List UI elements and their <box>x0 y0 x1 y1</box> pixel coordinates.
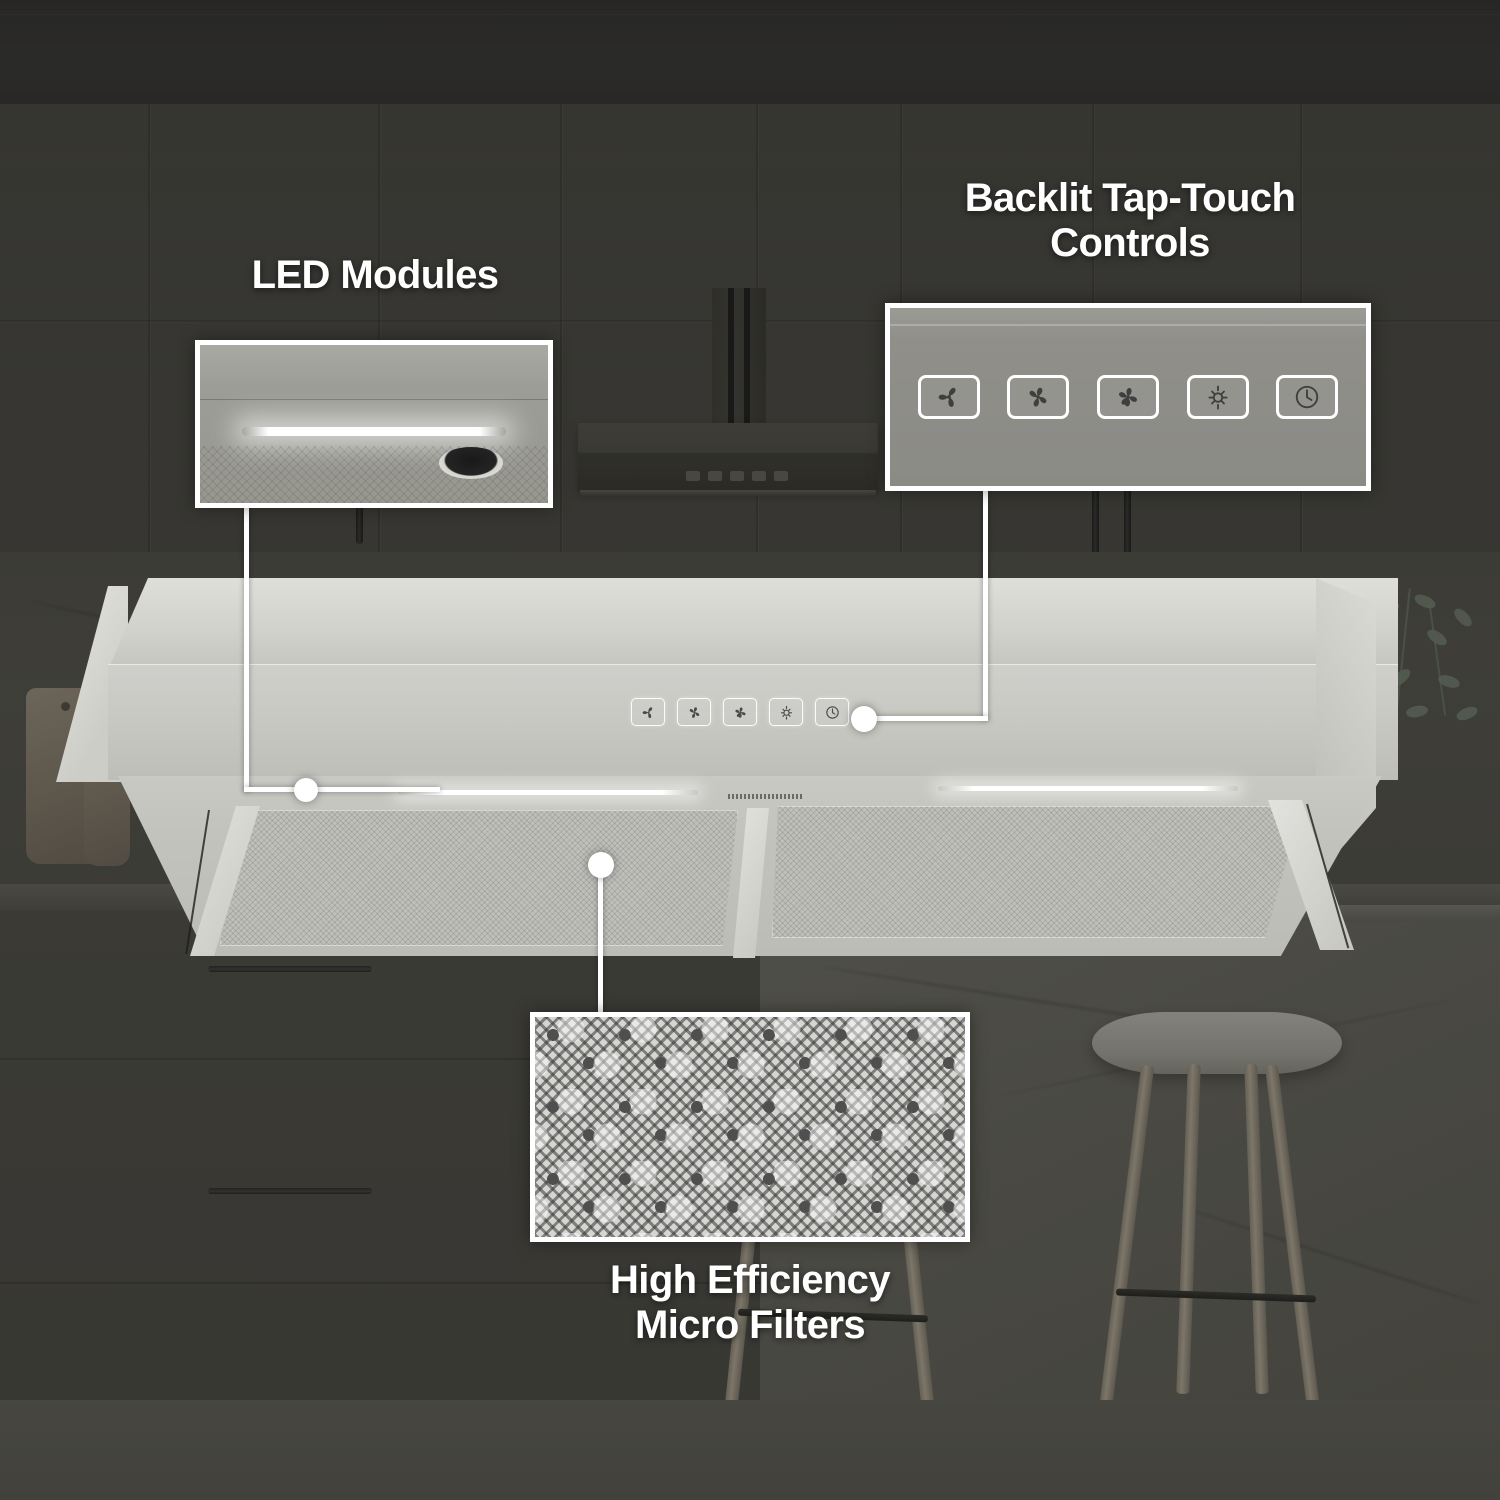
background-range-hood <box>578 423 878 496</box>
fan-5-blade-icon <box>734 706 746 718</box>
clock-timer-icon <box>1296 385 1319 409</box>
zoom-light-button[interactable] <box>1186 375 1249 419</box>
micro-filter-zoom-image <box>535 1017 965 1237</box>
range-hood-product <box>56 578 1398 958</box>
leader-dot-led <box>294 778 318 802</box>
fan-low-button[interactable] <box>631 698 665 726</box>
leader-dot-filters <box>588 852 614 878</box>
leader-line-filters-vertical <box>598 866 603 1030</box>
leader-line-led-horizontal <box>244 787 440 792</box>
light-button[interactable] <box>769 698 803 726</box>
led-light-bar-zoom <box>241 427 507 437</box>
callout-title-led-modules: LED Modules <box>251 253 499 297</box>
background-duct-cover <box>712 288 766 426</box>
zoom-fan-low-button[interactable] <box>917 375 980 419</box>
fan-medium-button[interactable] <box>677 698 711 726</box>
leader-dot-controls <box>851 706 877 732</box>
clock-timer-icon <box>825 705 839 719</box>
bar-stool <box>1072 1012 1392 1412</box>
controls-zoom-image <box>890 308 1366 486</box>
drawer-handle <box>208 966 372 972</box>
leader-line-led-vertical <box>244 500 249 792</box>
callout-title-backlit-controls: Backlit Tap-Touch Controls <box>964 176 1296 265</box>
fan-5-blade-icon <box>1118 388 1137 407</box>
leader-line-controls-vertical <box>983 486 988 720</box>
callout-box-led-modules <box>195 340 553 508</box>
fan-4-blade-icon <box>689 706 699 718</box>
fan-3-blade-icon <box>938 387 956 407</box>
zoom-fan-medium-button[interactable] <box>1007 375 1070 419</box>
filter-panel-left <box>220 810 738 946</box>
brand-badge <box>728 794 802 799</box>
zoom-fan-high-button[interactable] <box>1096 375 1159 419</box>
fan-high-button[interactable] <box>723 698 757 726</box>
led-light-bar-left <box>398 790 698 795</box>
fan-4-blade-icon <box>1029 387 1047 407</box>
callout-box-backlit-controls <box>885 303 1371 491</box>
callout-box-micro-filters <box>530 1012 970 1242</box>
led-light-bar-right <box>938 786 1238 791</box>
filter-panel-right <box>772 806 1302 938</box>
sun-light-icon <box>780 705 792 720</box>
fan-3-blade-icon <box>642 706 652 718</box>
timer-button[interactable] <box>815 698 849 726</box>
led-zoom-image <box>200 345 548 503</box>
ceiling-band <box>0 0 1500 106</box>
product-control-panel[interactable] <box>631 698 849 726</box>
drawer-handle <box>208 1188 372 1194</box>
leader-line-controls-horizontal <box>866 716 988 721</box>
floor <box>0 1400 1500 1500</box>
zoom-timer-button[interactable] <box>1276 375 1339 419</box>
callout-title-micro-filters: High Efficiency Micro Filters <box>610 1258 891 1347</box>
recessed-lamp-zoom <box>438 447 503 480</box>
hood-top-surface <box>108 578 1398 670</box>
sun-light-icon <box>1208 385 1228 410</box>
